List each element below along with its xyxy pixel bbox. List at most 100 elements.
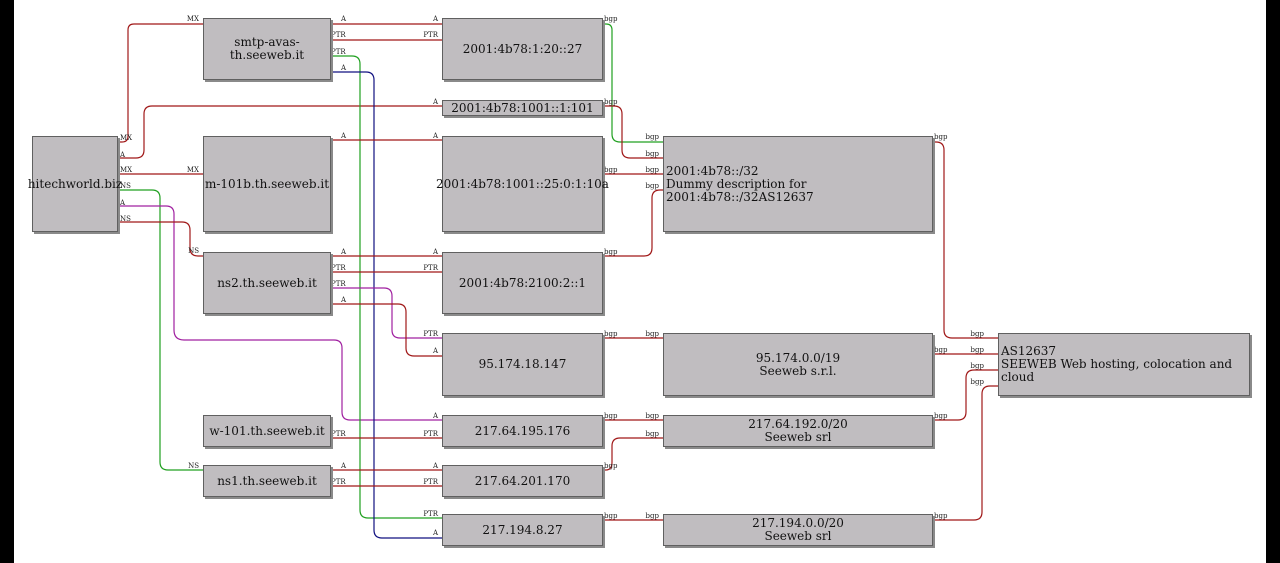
node-smtp-avas[interactable]: smtp-avas-th.seeweb.it (203, 18, 331, 80)
node-label: ns2.th.seeweb.it (217, 275, 317, 290)
edge-label: A (340, 296, 347, 304)
node-net-95-174[interactable]: 95.174.0.0/19 Seeweb s.r.l. (663, 333, 933, 396)
edge-label: PTR (331, 31, 346, 39)
edge-label: bgp (604, 248, 618, 256)
edge-line (603, 105, 663, 159)
edge-line (331, 55, 442, 519)
edge-label: bgp (604, 512, 618, 520)
edge-label: bgp (604, 166, 618, 174)
edge-line (933, 385, 998, 521)
edge-label: bgp (646, 512, 660, 520)
edge-line (603, 189, 663, 257)
node-hitechworld[interactable]: hitechworld.biz (28, 136, 122, 232)
edge-label: bgp (971, 346, 985, 354)
edge-label: bgp (604, 330, 618, 338)
edge-line (118, 221, 203, 257)
node-label: 217.64.195.176 (474, 423, 571, 438)
node-label: 95.174.0.0/19 Seeweb s.r.l. (755, 350, 841, 378)
edge-label: PTR (331, 478, 346, 486)
node-label: 2001:4b78:1001::25:0:1:10a (436, 176, 609, 191)
node-net-2001-4b78[interactable]: 2001:4b78::/32 Dummy description for 200… (663, 136, 933, 232)
edge-label: PTR (423, 478, 438, 486)
edge-label: A (340, 15, 347, 23)
edge-label: MX (187, 166, 199, 174)
node-m-101b[interactable]: m-101b.th.seeweb.it (203, 136, 331, 232)
edge-line (933, 141, 998, 339)
node-ip-95-174-18-147[interactable]: 95.174.18.147 (442, 333, 603, 396)
edge-line (118, 205, 442, 421)
edge-line (118, 105, 442, 159)
node-label: ns1.th.seeweb.it (217, 473, 317, 488)
edge-line (118, 189, 203, 471)
edge-label: bgp (971, 330, 985, 338)
node-net-217-194[interactable]: 217.194.0.0/20 Seeweb srl (663, 514, 933, 546)
node-ip-2001-2100[interactable]: 2001:4b78:2100:2::1 (442, 252, 603, 314)
node-label: 95.174.18.147 (478, 357, 567, 371)
edge-label: bgp (604, 462, 618, 470)
edge-label: MX (120, 166, 132, 174)
node-label: hitechworld.biz (27, 176, 123, 191)
node-label: 217.194.0.0/20 Seeweb srl (752, 516, 844, 543)
edge-label: PTR (423, 31, 438, 39)
edge-label: A (432, 529, 439, 537)
node-ip-2001-1001-1-101[interactable]: 2001:4b78:1001::1:101 (442, 100, 603, 116)
edge-label: A (340, 64, 347, 72)
edge-label: MX (187, 15, 199, 23)
edge-label: A (432, 98, 439, 106)
edge-label: NS (188, 247, 199, 255)
edge-label: A (432, 15, 439, 23)
node-label: 2001:4b78::/32 Dummy description for 200… (666, 163, 814, 204)
edge-label: PTR (331, 48, 346, 56)
edge-label: bgp (604, 412, 618, 420)
node-label: AS12637 SEEWEB Web hosting, colocation a… (1001, 344, 1233, 384)
edge-label: A (340, 462, 347, 470)
edge-label: bgp (646, 330, 660, 338)
edge-label: A (432, 132, 439, 140)
edge-line (331, 303, 442, 357)
edge-label: bgp (934, 412, 948, 420)
node-ns2[interactable]: ns2.th.seeweb.it (203, 252, 331, 314)
edge-line (118, 23, 203, 143)
edge-label: PTR (331, 430, 346, 438)
node-ip-217-64-201-170[interactable]: 217.64.201.170 (442, 465, 603, 497)
node-label: 2001:4b78:1:20::27 (462, 41, 583, 56)
edge-label: bgp (934, 512, 948, 520)
node-label: 217.194.8.27 (482, 522, 563, 537)
edge-label: bgp (604, 98, 618, 106)
edge-line (331, 287, 442, 339)
node-label: w-101.th.seeweb.it (209, 423, 325, 438)
node-net-217-64[interactable]: 217.64.192.0/20 Seeweb srl (663, 415, 933, 447)
node-label: 217.64.201.170 (474, 473, 571, 488)
edge-label: NS (188, 462, 199, 470)
edge-line (603, 437, 663, 471)
edge-label: A (432, 412, 439, 420)
node-ip-217-194-8-27[interactable]: 217.194.8.27 (442, 514, 603, 546)
edge-label: bgp (604, 15, 618, 23)
edge-label: bgp (934, 133, 948, 141)
edge-label: A (340, 132, 347, 140)
edge-label: bgp (934, 346, 948, 354)
edge-label: PTR (331, 264, 346, 272)
node-as12637[interactable]: AS12637 SEEWEB Web hosting, colocation a… (998, 333, 1250, 396)
edge-label: A (432, 248, 439, 256)
node-label: 2001:4b78:2100:2::1 (458, 275, 587, 290)
node-w-101[interactable]: w-101.th.seeweb.it (203, 415, 331, 447)
edge-label: PTR (423, 330, 438, 338)
node-ns1[interactable]: ns1.th.seeweb.it (203, 465, 331, 497)
node-ip-217-64-195-176[interactable]: 217.64.195.176 (442, 415, 603, 447)
edge-label: bgp (646, 166, 660, 174)
node-ip-2001-1001-25[interactable]: 2001:4b78:1001::25:0:1:10a (436, 136, 609, 232)
node-label: smtp-avas-th.seeweb.it (229, 35, 305, 62)
edge-label: bgp (971, 362, 985, 370)
edge-label: bgp (646, 182, 660, 190)
edge-label: bgp (646, 150, 660, 158)
edge-label: MX (120, 134, 132, 142)
edge-line (603, 23, 663, 143)
node-ip-2001-1-20-27[interactable]: 2001:4b78:1:20::27 (442, 18, 603, 80)
edge-label: A (340, 248, 347, 256)
edge-label: NS (120, 215, 131, 223)
edge-label: A (119, 151, 126, 159)
edge-label: A (432, 347, 439, 355)
